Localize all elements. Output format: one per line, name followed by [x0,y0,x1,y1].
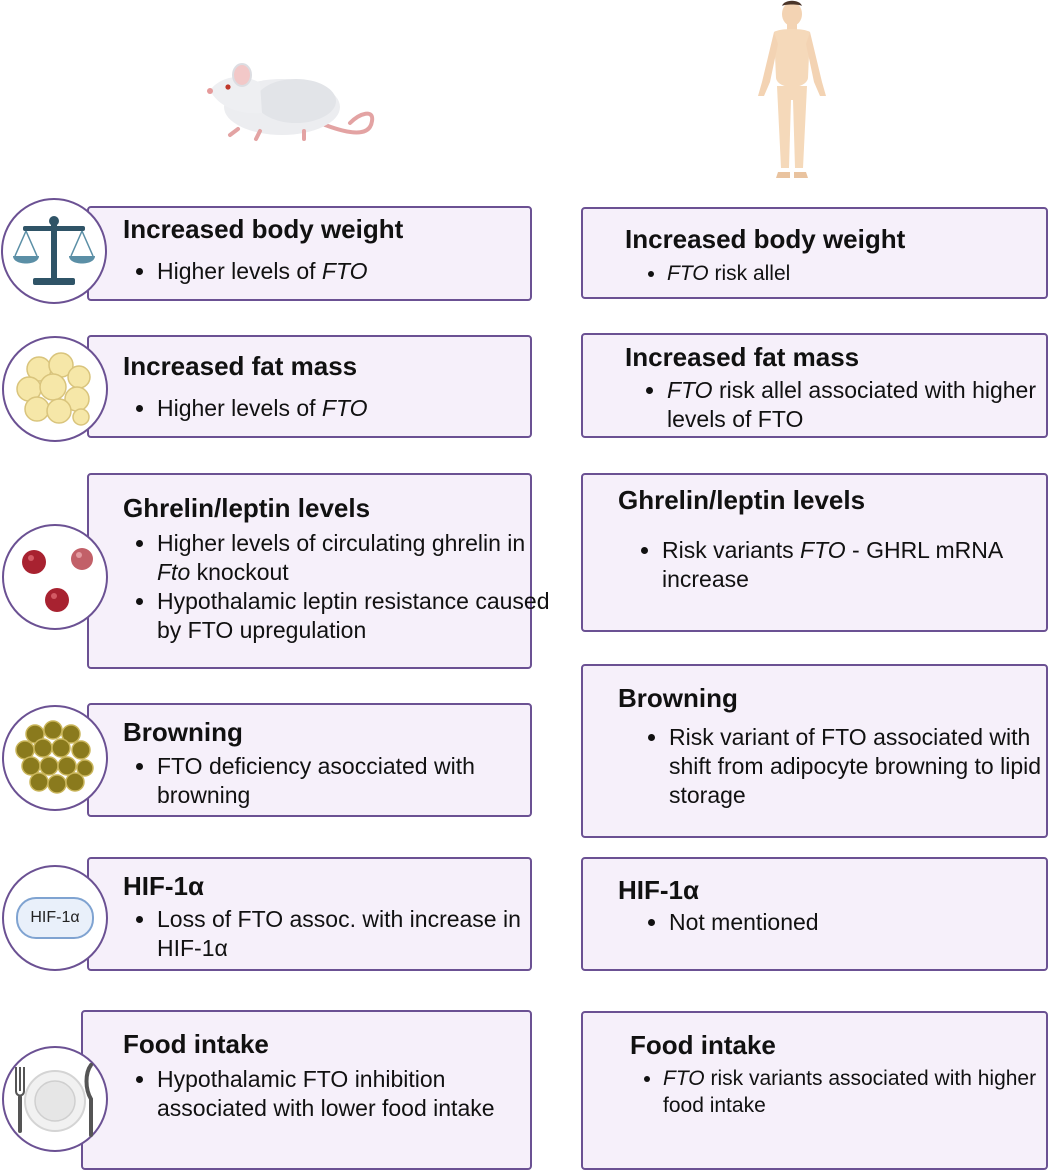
mouse-card-hif1a: HIF-1α Loss of FTO assoc. with increase … [87,857,532,971]
bullet-item: FTO deficiency asocciated with browning [157,752,552,810]
blood-cells-icon [2,524,108,630]
bullet-item: Loss of FTO assoc. with increase in HIF-… [157,905,552,963]
human-body-weight-heading: Increased body weight [625,224,906,254]
mouse-body-weight-heading: Increased body weight [123,214,404,244]
balance-scale-icon [1,198,107,304]
human-card-hif1a: HIF-1α Not mentioned [581,857,1048,971]
bullet-item: Not mentioned [669,908,1052,937]
mouse-card-food-intake: Food intake Hypothalamic FTO inhibition … [81,1010,532,1170]
mouse-food-intake-heading: Food intake [123,1029,269,1059]
bullet-item: Higher levels of FTO [157,394,552,423]
human-card-ghrelin-leptin: Ghrelin/leptin levels Risk variants FTO … [581,473,1048,632]
hif-1a-protein-icon: HIF-1α [2,865,108,971]
bullet-item: FTO risk allel [667,260,1052,287]
mouse-card-body-weight: Increased body weight Higher levels of F… [87,206,532,301]
human-food-intake-heading: Food intake [630,1030,776,1060]
mouse-card-fat-mass: Increased fat mass Higher levels of FTO [87,335,532,438]
mouse-illustration [207,63,375,141]
bullet-item: FTO risk variants associated with higher… [663,1065,1052,1119]
bullet-item: Risk variants FTO - GHRL mRNA increase [662,536,1052,594]
mouse-ghrelin-leptin-heading: Ghrelin/leptin levels [123,493,371,523]
human-ghrelin-leptin-heading: Ghrelin/leptin levels [618,485,866,515]
human-card-food-intake: Food intake FTO risk variants associated… [581,1011,1048,1170]
brown-fat-icon [2,705,108,811]
human-browning-heading: Browning [618,683,738,713]
bullet-item: Higher levels of FTO [157,257,552,286]
mouse-card-ghrelin-leptin: Ghrelin/leptin levels Higher levels of c… [87,473,549,669]
mouse-hif1a-heading: HIF-1α [123,871,204,901]
human-card-body-weight: Increased body weight FTO risk allel [581,207,1048,299]
mouse-browning-heading: Browning [123,717,243,747]
bullet-item: Hypothalamic leptin resistance caused by… [157,587,552,645]
hif-1a-pill-label: HIF-1α [16,897,94,939]
human-fat-mass-heading: Increased fat mass [625,342,860,372]
fat-cells-icon [2,336,108,442]
bullet-item: Hypothalamic FTO inhibition associated w… [157,1065,552,1123]
mouse-card-browning: Browning FTO deficiency asocciated with … [87,703,532,817]
human-hif1a-heading: HIF-1α [618,875,699,905]
bullet-item: FTO risk allel associated with higher le… [667,376,1052,434]
bullet-item: Risk variant of FTO associated with shif… [669,723,1052,810]
human-card-fat-mass: Increased fat mass FTO risk allel associ… [581,333,1048,438]
bullet-item: Higher levels of circulating ghrelin in … [157,529,552,587]
human-card-browning: Browning Risk variant of FTO associated … [581,664,1048,838]
human-illustration [758,0,826,178]
plate-cutlery-icon [2,1046,108,1152]
mouse-fat-mass-heading: Increased fat mass [123,351,358,381]
